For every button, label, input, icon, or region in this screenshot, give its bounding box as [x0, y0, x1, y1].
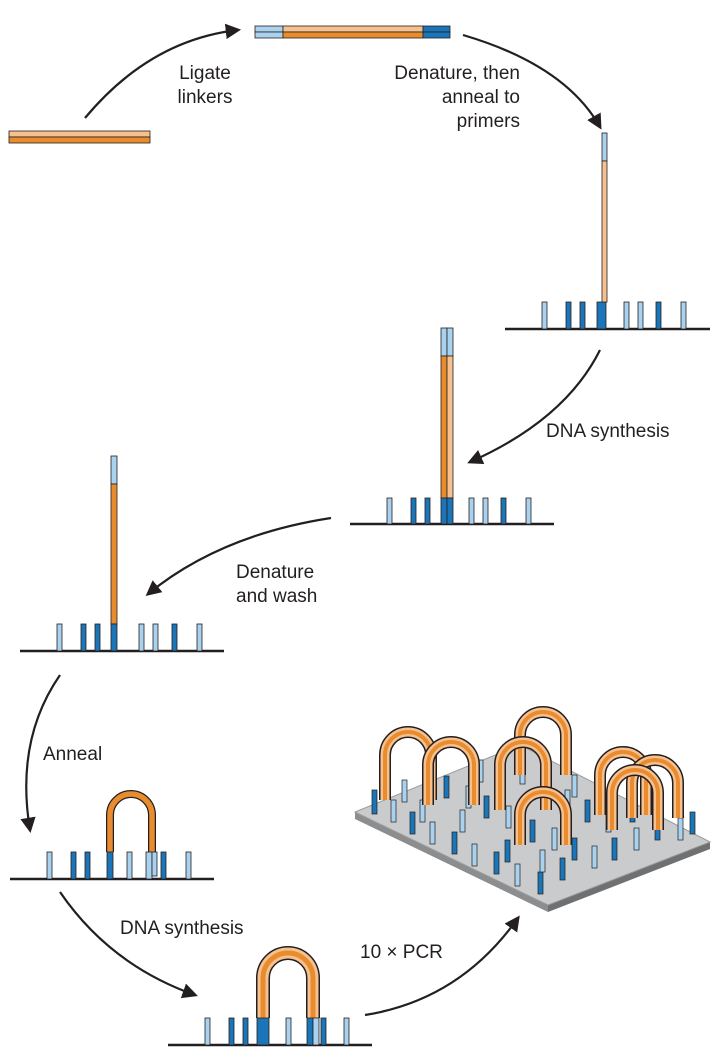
dna-fragment-with-linkers [254, 25, 451, 39]
arrow-denature-anneal [462, 33, 602, 130]
label-anneal: Anneal [43, 744, 103, 765]
label-denature-anneal: Denature, then anneal to primers [394, 63, 520, 132]
stage-bridge-anneal [10, 790, 214, 881]
surface-bridges [379, 706, 684, 845]
arrow-anneal [20, 674, 61, 834]
label-denature-wash: Denature and wash [236, 562, 318, 607]
process-arrows [20, 23, 602, 1017]
label-pcr: 10 × PCR [360, 942, 443, 963]
label-ligate-linkers: Ligate linkers [177, 63, 233, 108]
label-dna-synthesis-1: DNA synthesis [546, 421, 670, 442]
arrow-pcr [364, 915, 520, 1017]
dna-fragment [8, 130, 151, 144]
stage-synthesized-duplex [350, 327, 554, 526]
arrow-synthesis-1 [467, 349, 601, 465]
stage-annealed-strand [505, 132, 710, 331]
arrow-synthesis-2 [59, 891, 198, 999]
label-dna-synthesis-2: DNA synthesis [120, 918, 244, 939]
cluster-surface [353, 706, 712, 912]
stage-single-strand [20, 455, 224, 653]
arrow-denature-wash [145, 516, 332, 596]
arrow-ligate [84, 23, 242, 119]
stage-bridge-duplex [168, 946, 372, 1047]
